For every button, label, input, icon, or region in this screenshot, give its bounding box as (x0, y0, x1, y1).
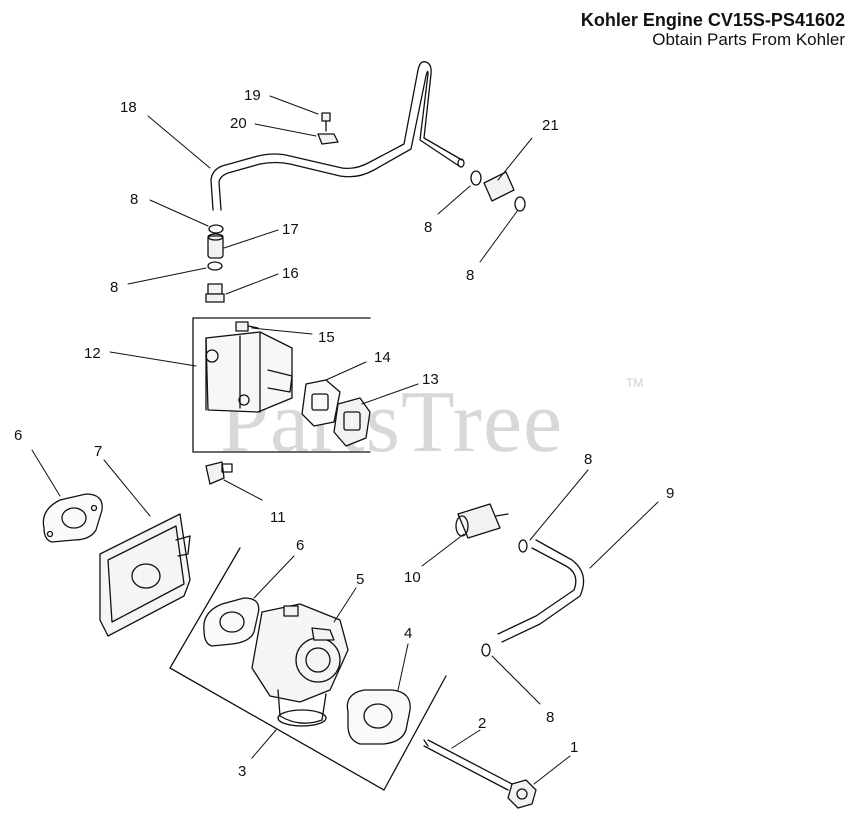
callout-8-a[interactable]: 8 (130, 191, 138, 208)
gasket-part-6-right[interactable] (203, 597, 260, 647)
fuel-line-part-18[interactable] (210, 61, 465, 211)
clip-part-20[interactable] (317, 133, 339, 145)
carburetor-part-5[interactable] (251, 603, 349, 727)
callout-8-e[interactable]: 8 (584, 451, 592, 468)
callout-15[interactable]: 15 (318, 329, 335, 346)
callout-14[interactable]: 14 (374, 349, 391, 366)
fuel-pump-part-12[interactable] (205, 331, 293, 413)
diagram-header: Kohler Engine CV15S-PS41602 Obtain Parts… (581, 10, 845, 49)
callout-18[interactable]: 18 (120, 99, 137, 116)
callout-16[interactable]: 16 (282, 265, 299, 282)
callout-1[interactable]: 1 (570, 739, 578, 756)
callout-7[interactable]: 7 (94, 443, 102, 460)
callout-10[interactable]: 10 (404, 569, 421, 586)
page-subtitle: Obtain Parts From Kohler (652, 30, 845, 49)
clamp-part-8-filter[interactable] (518, 539, 528, 553)
fuel-hose-part-9[interactable] (497, 539, 585, 643)
hose-part-17[interactable] (207, 233, 224, 259)
screw-part-19[interactable] (321, 112, 331, 132)
callout-8-c[interactable]: 8 (424, 219, 432, 236)
callout-11[interactable]: 11 (270, 509, 286, 526)
fuel-filter-part-10[interactable] (455, 503, 509, 539)
clamp-part-8-lower[interactable] (207, 261, 223, 271)
callout-19[interactable]: 19 (244, 87, 261, 104)
callout-3[interactable]: 3 (238, 763, 246, 780)
callout-2[interactable]: 2 (478, 715, 486, 732)
callout-21[interactable]: 21 (542, 117, 559, 134)
callout-8-d[interactable]: 8 (466, 267, 474, 284)
callout-17[interactable]: 17 (282, 221, 299, 238)
gasket-part-4[interactable] (346, 689, 411, 745)
fitting-part-16[interactable] (205, 283, 225, 303)
callout-8-f[interactable]: 8 (546, 709, 554, 726)
spacer-part-13[interactable] (333, 397, 371, 447)
callout-5[interactable]: 5 (356, 571, 364, 588)
leader-lines (31, 95, 659, 785)
page-title: Kohler Engine CV15S-PS41602 (580, 10, 845, 30)
callout-13[interactable]: 13 (422, 371, 439, 388)
screw-part-15[interactable] (235, 321, 259, 332)
clamp-part-8-hose[interactable] (481, 643, 491, 657)
callout-labels: 19 20 18 8 17 8 16 15 12 14 13 21 8 8 6 … (14, 87, 674, 780)
fitting-part-11[interactable] (205, 461, 233, 485)
callout-6-b[interactable]: 6 (296, 537, 304, 554)
deflector-part-7[interactable] (99, 513, 191, 637)
callout-9[interactable]: 9 (666, 485, 674, 502)
hose-part-21[interactable] (470, 170, 526, 212)
callout-20[interactable]: 20 (230, 115, 247, 132)
clamp-part-8-upper[interactable] (208, 224, 224, 234)
nut-part-1[interactable] (507, 779, 537, 809)
callout-8-b[interactable]: 8 (110, 279, 118, 296)
callout-12[interactable]: 12 (84, 345, 101, 362)
stud-part-2[interactable] (423, 739, 513, 791)
callout-6-a[interactable]: 6 (14, 427, 22, 444)
callout-4[interactable]: 4 (404, 625, 412, 642)
gasket-part-14[interactable] (301, 379, 341, 427)
fuel-pump-assembly-box (192, 317, 371, 453)
watermark-trademark: TM (626, 376, 644, 390)
gasket-part-6-left[interactable] (42, 493, 103, 543)
carburetor-assembly-outline (169, 547, 447, 791)
